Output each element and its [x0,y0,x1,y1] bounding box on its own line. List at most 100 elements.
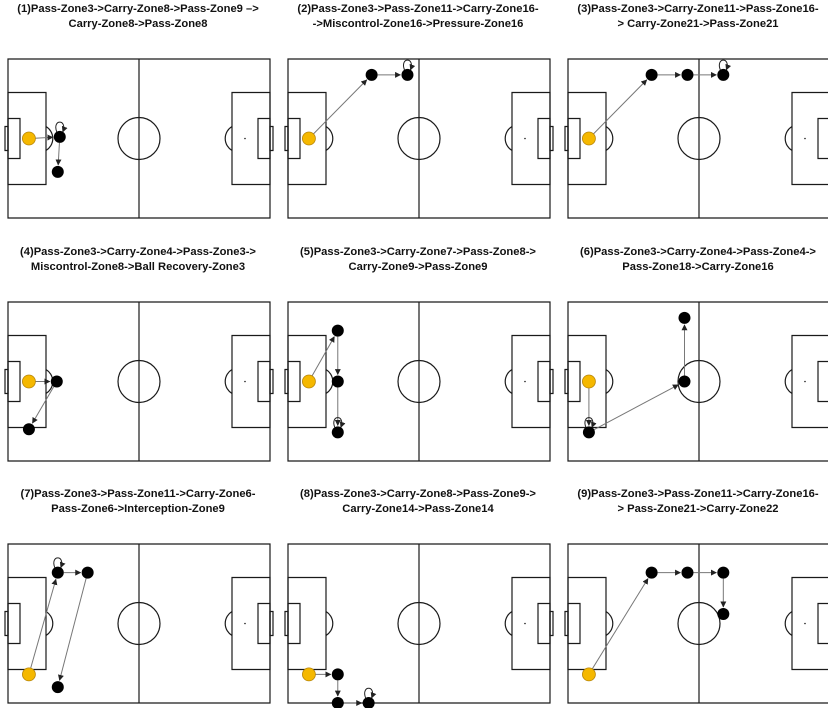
right-penalty-arc [504,125,513,152]
caption-line-1: (6)Pass-Zone3->Carry-Zone4->Pass-Zone4-> [580,246,816,258]
pitch-outline [568,544,828,703]
left-goal [285,127,288,151]
football-pitch [4,56,276,223]
start-marker [582,374,596,389]
event-marker [678,311,691,324]
event-marker [331,375,344,388]
right-goal-area [258,119,270,159]
start-marker [302,131,316,146]
left-goal-area [568,119,580,159]
left-penalty-arc [605,610,614,637]
event-marker [645,566,658,579]
caption-line-2: > Pass-Zone21->Carry-Zone22 [617,503,779,515]
caption-line-1: (7)Pass-Zone3->Pass-Zone11->Carry-Zone6- [20,488,256,500]
right-goal-area [258,362,270,402]
right-goal [550,127,553,151]
right-goal-area [818,119,828,159]
panel-caption: (6)Pass-Zone3->Carry-Zone4->Pass-Zone4->… [560,245,828,293]
center-circle [117,359,161,404]
right-goal-area [818,362,828,402]
left-penalty-arc [325,125,334,152]
right-goal [550,612,553,636]
event-marker [362,697,375,708]
event-marker [331,668,344,681]
football-pitch [564,541,828,708]
left-goal-area [8,119,20,159]
event-arrow [594,385,679,430]
event-marker [51,165,64,178]
left-penalty-arc [605,368,614,395]
panel-caption: (2)Pass-Zone3->Pass-Zone11->Carry-Zone16… [280,2,556,50]
panel-caption: (9)Pass-Zone3->Pass-Zone11->Carry-Zone16… [560,487,828,535]
event-marker [401,68,414,81]
football-pitch [564,299,828,466]
left-goal-area [288,119,300,159]
right-penalty-spot [244,380,246,383]
center-circle [397,359,441,404]
start-marker [582,667,596,682]
pitch-panel-8: (8)Pass-Zone3->Carry-Zone8->Pass-Zone9->… [280,485,556,726]
pitch-panel-9: (9)Pass-Zone3->Pass-Zone11->Carry-Zone16… [560,485,828,726]
event-marker [22,423,35,436]
right-goal-area [818,604,828,644]
right-penalty-arc [224,368,233,395]
right-goal [550,370,553,394]
panel-caption: (8)Pass-Zone3->Carry-Zone8->Pass-Zone9->… [280,487,556,535]
right-penalty-arc [224,610,233,637]
right-penalty-arc [784,368,793,395]
caption-line-1: (9)Pass-Zone3->Pass-Zone11->Carry-Zone16… [577,488,819,500]
event-arrow [31,578,58,668]
right-penalty-spot [524,137,526,140]
start-marker [582,131,596,146]
left-goal-area [568,604,580,644]
right-penalty-area [792,93,828,185]
start-marker [22,374,36,389]
caption-line-1: (1)Pass-Zone3->Carry-Zone8->Pass-Zone9 –… [17,3,259,15]
right-goal-area [538,119,550,159]
center-circle [677,116,721,161]
pitch-panel-2: (2)Pass-Zone3->Pass-Zone11->Carry-Zone16… [280,0,556,241]
pitch-markings [285,544,553,703]
event-arrow [593,79,648,134]
event-arrow [592,578,648,670]
event-marker [717,607,730,620]
self-loop-arrow [53,557,66,569]
center-circle [397,116,441,161]
left-goal-area [288,604,300,644]
event-marker [365,68,378,81]
right-penalty-arc [504,368,513,395]
football-pitch [4,299,276,466]
pitch-markings [285,302,553,461]
left-goal [565,370,568,394]
event-marker [645,68,658,81]
pitch-markings [285,59,553,218]
left-penalty-arc [325,368,334,395]
event-marker [331,697,344,708]
pitch-markings [565,544,828,703]
event-arrow [58,578,87,681]
left-goal-area [568,362,580,402]
left-penalty-area [288,578,326,670]
event-arrow [35,134,54,141]
left-goal [5,370,8,394]
event-marker [717,68,730,81]
start-marker [22,667,36,682]
right-penalty-area [232,578,270,670]
caption-line-1: (3)Pass-Zone3->Carry-Zone11->Pass-Zone16… [577,3,819,15]
right-penalty-area [792,336,828,428]
panel-caption: (1)Pass-Zone3->Carry-Zone8->Pass-Zone9 –… [0,2,276,50]
self-loop-arrow [584,417,597,428]
self-loop-arrow [403,59,416,71]
event-marker [678,375,691,388]
caption-line-2: ->Miscontrol-Zone16->Pressure-Zone16 [312,18,524,30]
right-penalty-area [792,578,828,670]
event-arrow [32,387,53,424]
pitch-markings [565,59,828,218]
right-penalty-area [512,578,550,670]
right-penalty-area [232,336,270,428]
left-goal [285,612,288,636]
caption-line-1: (2)Pass-Zone3->Pass-Zone11->Carry-Zone16… [297,3,539,15]
right-penalty-spot [804,622,806,625]
football-pitch [284,541,556,708]
right-penalty-spot [524,380,526,383]
